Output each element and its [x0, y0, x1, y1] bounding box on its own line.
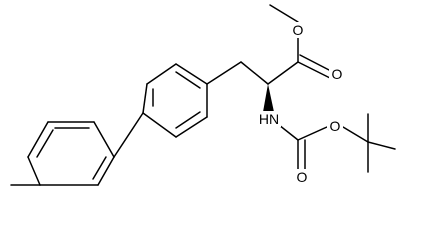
biaryl-bond — [113, 112, 144, 158]
ring-bond — [93, 121, 115, 158]
ring-inner-bond — [175, 71, 201, 89]
atom-carbamate-o-single: O — [327, 118, 343, 134]
ester-carbonyl-double-bond — [297, 61, 331, 79]
ring-bond — [175, 116, 208, 138]
tolyl-ring — [27, 121, 115, 186]
atom-nh: HN — [257, 111, 281, 127]
stereo-wedge — [263, 84, 274, 112]
ring-bond — [27, 121, 49, 158]
ring-inner-bond — [36, 129, 54, 158]
atom-ester-o-carbonyl: O — [329, 66, 345, 82]
ring-bond — [27, 156, 41, 186]
methoxy-bond — [269, 4, 299, 23]
atom-carbamate-o-carbonyl: O — [294, 169, 310, 185]
ring-bond — [175, 63, 208, 85]
ring-bond — [97, 156, 115, 186]
alpha-carbonyl-bond — [267, 61, 299, 85]
ring-bond — [146, 63, 177, 85]
atom-label-o: O — [332, 66, 343, 82]
o-tbutyl-bond — [342, 126, 369, 143]
ch2-bond — [240, 61, 269, 85]
ring-bond — [142, 112, 177, 138]
atom-label-o: O — [330, 118, 341, 134]
atom-label-nh: HN — [259, 111, 279, 127]
ring-inner-bond — [175, 111, 201, 129]
carbamate-single-bond — [297, 126, 328, 141]
ring-bond — [142, 83, 148, 114]
ester-carbonyl-double-bond — [299, 54, 332, 72]
chemical-structure: O O HN O O — [10, 4, 396, 186]
phenylene-ring — [142, 63, 208, 138]
ring-inner-bond — [92, 156, 107, 180]
nh-carbamate-bond — [278, 124, 299, 141]
atom-label-o: O — [293, 22, 304, 38]
atom-ester-o-single: O — [291, 22, 305, 38]
atom-label-o: O — [297, 169, 308, 185]
tbutyl-methyl-bond — [367, 141, 396, 150]
ch2-bond — [206, 61, 242, 85]
